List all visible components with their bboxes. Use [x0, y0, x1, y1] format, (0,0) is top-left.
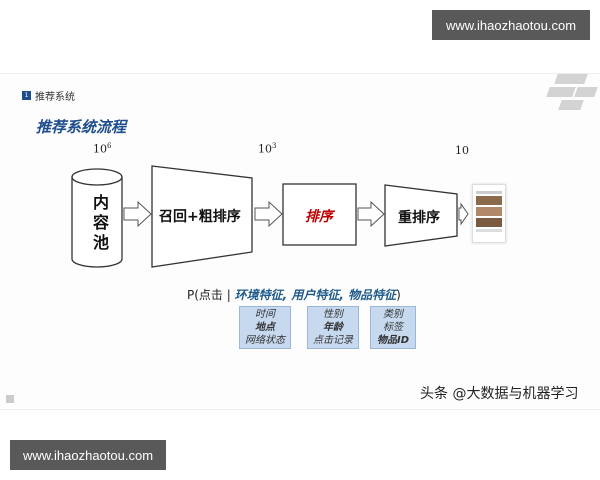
watermark-top: www.ihaozhaotou.com	[432, 10, 590, 40]
flow-arrow	[123, 200, 152, 228]
slide-number-marker	[6, 395, 14, 403]
result-list-thumbnail	[472, 184, 506, 243]
probability-formula: P(点击 | 环境特征, 用户特征, 物品特征)	[187, 288, 401, 302]
source-credit: 头条 @大数据与机器学习	[420, 386, 579, 402]
content-pool-cylinder	[71, 168, 123, 268]
rerank-label: 重排序	[398, 210, 440, 226]
flow-diagram	[71, 165, 469, 268]
content-pool-label: 内容池	[90, 194, 109, 254]
slide: 1 推荐系统 推荐系统流程 内容池 召回+粗排序 排序 重排序	[0, 73, 600, 410]
flow-arrow	[357, 200, 385, 228]
rank-box	[282, 183, 357, 246]
slide-title: 推荐系统流程	[36, 118, 127, 136]
recall-label: 召回+粗排序	[159, 209, 241, 225]
scale-label-output: 10	[455, 144, 469, 157]
recall-funnel	[151, 165, 253, 268]
feature-group-context: 时间 地点 网络状态	[239, 306, 291, 349]
feature-group-item: 类别 标签 物品ID	[370, 306, 416, 349]
scale-label-rank: 103	[258, 142, 277, 156]
rerank-funnel	[384, 184, 458, 247]
section-number-badge: 1	[22, 91, 31, 100]
section-label: 推荐系统	[35, 92, 75, 103]
flow-arrow	[254, 200, 283, 228]
rank-label: 排序	[305, 209, 333, 225]
feature-group-user: 性别 年龄 点击记录	[307, 306, 359, 349]
watermark-bottom: www.ihaozhaotou.com	[10, 440, 166, 470]
flow-arrow	[458, 202, 469, 226]
scale-label-pool: 106	[93, 142, 112, 156]
